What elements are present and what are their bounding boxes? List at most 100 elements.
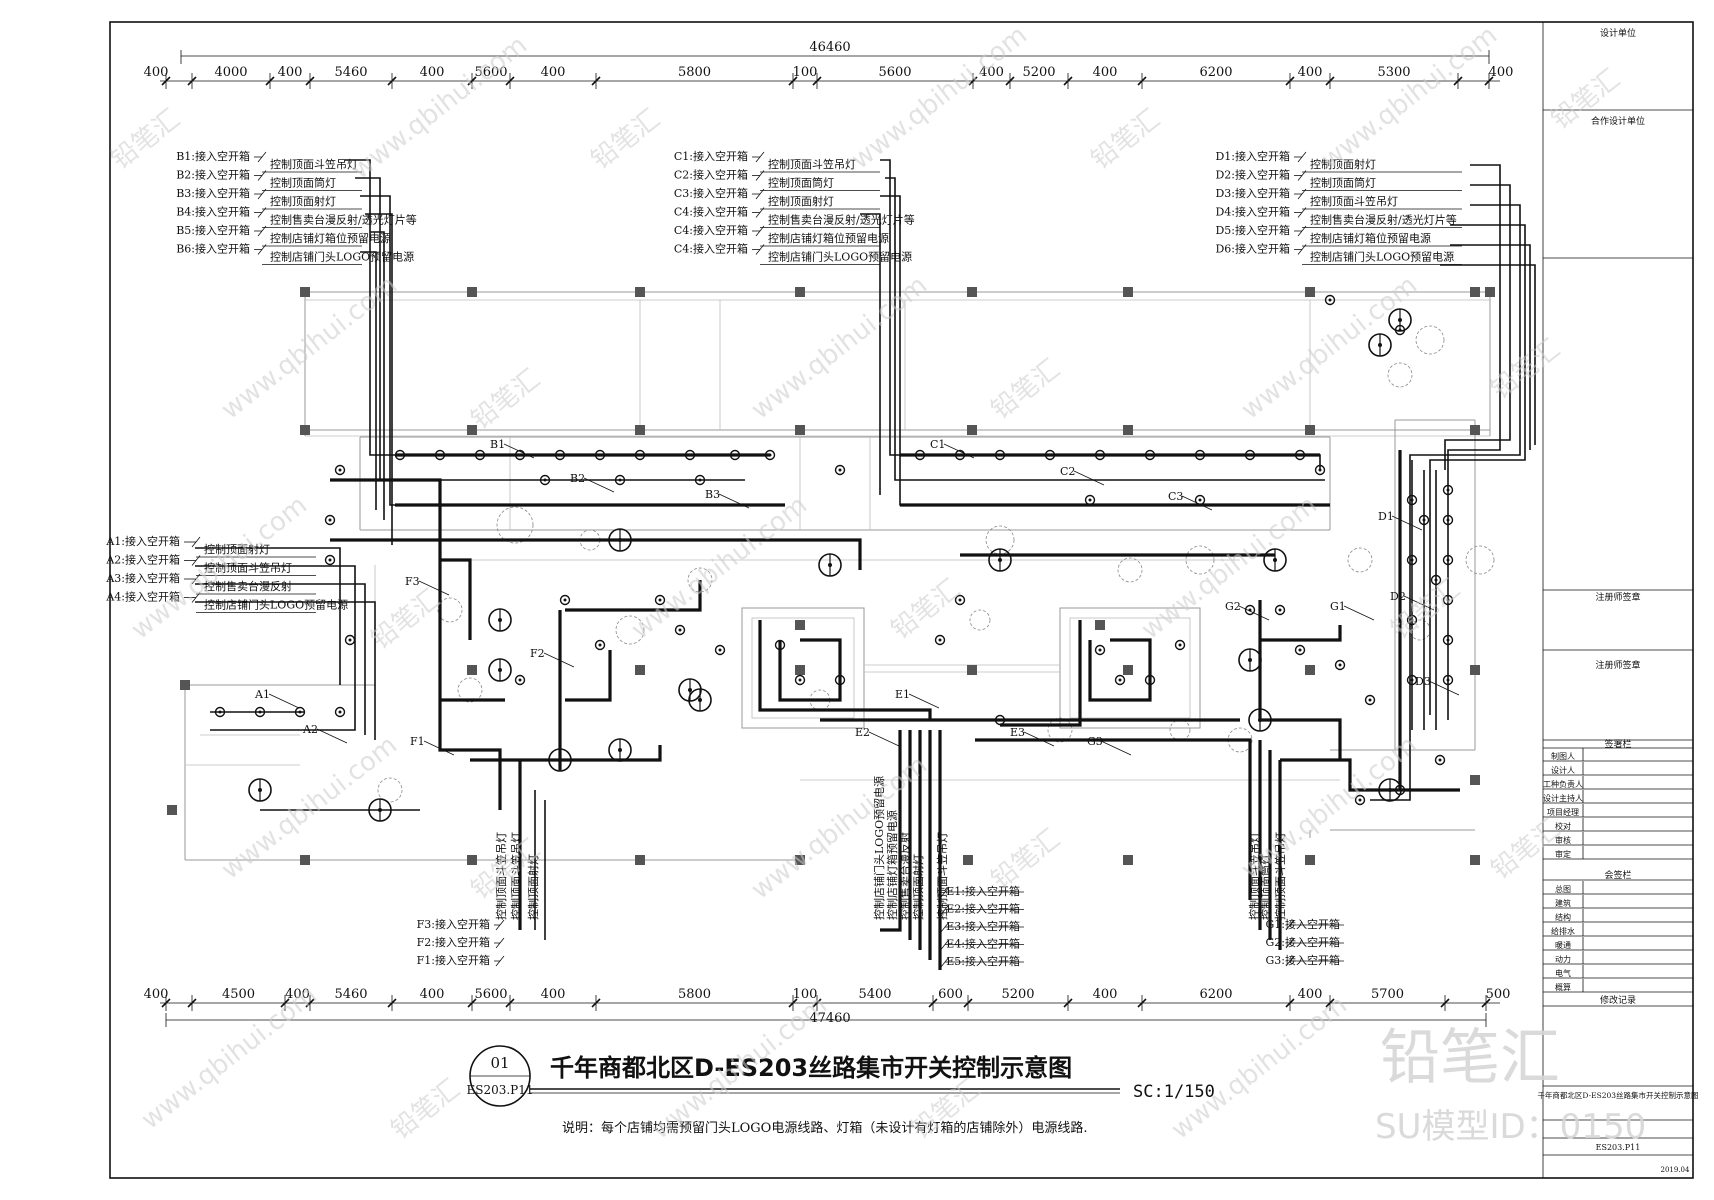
legend-id: E2:接入空开箱 [946, 902, 1020, 916]
vertical-label: 控制售卖台漫反射 [898, 832, 912, 920]
circuit-tag: E1 [895, 688, 910, 701]
legend-id: C4:接入空开箱 [674, 223, 748, 237]
legend-desc: 控制顶面筒灯 [270, 176, 336, 190]
title-block-text: 总图 [1555, 884, 1571, 894]
vertical-label: 控制顶面斗笠吊灯 [935, 832, 949, 920]
circuit-tag: A2 [302, 723, 318, 736]
watermark-text: 铅笔汇 [106, 104, 186, 176]
legend-id: B5:接入空开箱 [176, 223, 250, 237]
circuit-tag: C3 [1168, 490, 1183, 503]
dimension-label: 400 [541, 987, 566, 1002]
legend-desc: 控制顶面筒灯 [1310, 176, 1376, 190]
circuit-tag: G2 [1225, 600, 1241, 613]
vertical-label: 控制顶面斗笠吊灯 [1273, 832, 1287, 920]
dimension-label: 400 [1298, 65, 1323, 80]
vertical-label: 控制顶面筒灯 [1259, 854, 1273, 920]
legend-id: D3:接入空开箱 [1215, 186, 1290, 200]
dimension-label: 5200 [1022, 65, 1055, 80]
legend-desc: 控制店铺门头LOGO预留电源 [1310, 250, 1454, 264]
dimension-label: 5600 [474, 987, 507, 1002]
dimension-label: 100 [793, 65, 818, 80]
legend-desc: 控制售卖台漫反射/透光灯片等 [768, 213, 915, 227]
title-block-text: 修改记录 [1600, 994, 1636, 1006]
title-block-text: 合作设计单位 [1591, 115, 1645, 127]
legend-id: F1:接入空开箱 [417, 953, 490, 967]
circuit-tag: F3 [405, 575, 420, 588]
title-block-text: 暖通 [1555, 940, 1571, 950]
dimension-label: 5460 [334, 987, 367, 1002]
dimension-label: 5600 [878, 65, 911, 80]
watermark-text: 铅笔汇 [466, 364, 546, 436]
title-block-text: 校对 [1555, 821, 1571, 831]
dimension-label: 400 [1298, 987, 1323, 1002]
title-block-text: 工种负责人 [1543, 779, 1583, 789]
dimension-label: 6200 [1199, 987, 1232, 1002]
legend-id: C1:接入空开箱 [674, 149, 748, 163]
watermark-text: 铅笔汇 [886, 574, 966, 646]
watermark-text: www.qbihui.com [136, 980, 323, 1135]
title-block-text: 结构 [1555, 912, 1571, 922]
legend-desc: 控制顶面斗笠吊灯 [204, 561, 292, 575]
legend-id: A1:接入空开箱 [105, 534, 180, 548]
legend-id: B1:接入空开箱 [176, 149, 250, 163]
legend-group-d: D1:接入空开箱控制顶面射灯D2:接入空开箱控制顶面筒灯D3:接入空开箱控制顶面… [1215, 149, 1462, 265]
vertical-label: 控制顶面斗笠吊灯 [1247, 832, 1261, 920]
legend-id: G1:接入空开箱 [1266, 917, 1341, 931]
title-block-text: 2019.04 [1661, 1166, 1690, 1174]
legend-id: B6:接入空开箱 [176, 242, 250, 256]
circuit-tag: B3 [705, 488, 720, 501]
legend-group-b: B1:接入空开箱控制顶面斗笠吊灯B2:接入空开箱控制顶面筒灯B3:接入空开箱控制… [176, 149, 417, 265]
watermark-text: www.qbihui.com [1316, 20, 1503, 175]
title-block-text: 审定 [1555, 849, 1571, 859]
dimension-label: 5600 [474, 65, 507, 80]
legend-id: G2:接入空开箱 [1266, 935, 1341, 949]
legend-id: E1:接入空开箱 [946, 884, 1020, 898]
vertical-label: 控制顶面射灯 [526, 854, 540, 920]
legend-group-a: A1:接入空开箱控制顶面射灯A2:接入空开箱控制顶面斗笠吊灯A3:接入空开箱控制… [105, 534, 348, 613]
legend-desc: 控制顶面射灯 [1310, 157, 1376, 171]
legend-id: E3:接入空开箱 [946, 919, 1020, 933]
title-block-text: 给排水 [1551, 926, 1575, 936]
circuit-tag: D3 [1415, 675, 1431, 688]
dimension-label: 6200 [1199, 65, 1232, 80]
dimension-label: 5800 [678, 987, 711, 1002]
watermark-text: www.qbihui.com [846, 20, 1033, 175]
watermark-text: 铅笔汇 [1086, 104, 1166, 176]
title-block-text: 注册师签章 [1595, 659, 1640, 671]
dimension-label: 5460 [334, 65, 367, 80]
dimension-label: 600 [938, 987, 963, 1002]
vertical-label: 控制顶面斗笠吊灯 [494, 832, 508, 920]
circuit-tag: D2 [1390, 590, 1406, 603]
dimension-label: 5200 [1001, 987, 1034, 1002]
watermark-text: 铅笔汇 [986, 824, 1066, 896]
circuit-tag: B2 [570, 472, 585, 485]
watermark-text: www.qbihui.com [1166, 990, 1353, 1145]
circuit-tag: F2 [530, 647, 545, 660]
dimension-label: 400 [1489, 65, 1514, 80]
watermark-text: www.qbihui.com [346, 30, 533, 185]
legend-id: D5:接入空开箱 [1215, 223, 1290, 237]
legend-id: F2:接入空开箱 [417, 935, 490, 949]
legend-id: A3:接入空开箱 [105, 571, 180, 585]
circuit-tag: C2 [1060, 465, 1075, 478]
dimension-label: 5300 [1377, 65, 1410, 80]
vertical-label: 控制店铺灯箱预留电源 [885, 810, 899, 920]
legend-group-f: F3:接入空开箱F2:接入空开箱F1:接入空开箱控制顶面斗笠吊灯控制顶面斗笠吊灯… [417, 832, 540, 967]
dimension-label: 5700 [1371, 987, 1404, 1002]
title-block: 设计单位合作设计单位注册师签章注册师签章签署栏制图人设计人工种负责人设计主持人项… [1537, 27, 1698, 1174]
title-block-text: ES203.P11 [1596, 1143, 1641, 1152]
watermark-logo: 铅笔汇 [1380, 1023, 1560, 1093]
drawing-border [109, 21, 1694, 1179]
watermark-text: 铅笔汇 [1386, 574, 1466, 646]
legend-id: D2:接入空开箱 [1215, 168, 1290, 182]
watermark-text: 铅笔汇 [386, 1074, 466, 1146]
badge-bottom: ES203.P11 [466, 1083, 533, 1097]
dimension-label: 400 [144, 65, 169, 80]
badge-top: 01 [490, 1054, 509, 1072]
circuit-tag: A1 [254, 688, 270, 701]
title-block-text: 审核 [1555, 835, 1571, 845]
watermark-text: www.qbihui.com [1236, 730, 1423, 885]
page-title: 千年商都北区D-ES203丝路集市开关控制示意图 [550, 1054, 1072, 1082]
title-area: 01 ES203.P11 千年商都北区D-ES203丝路集市开关控制示意图 SC… [466, 1045, 1215, 1136]
